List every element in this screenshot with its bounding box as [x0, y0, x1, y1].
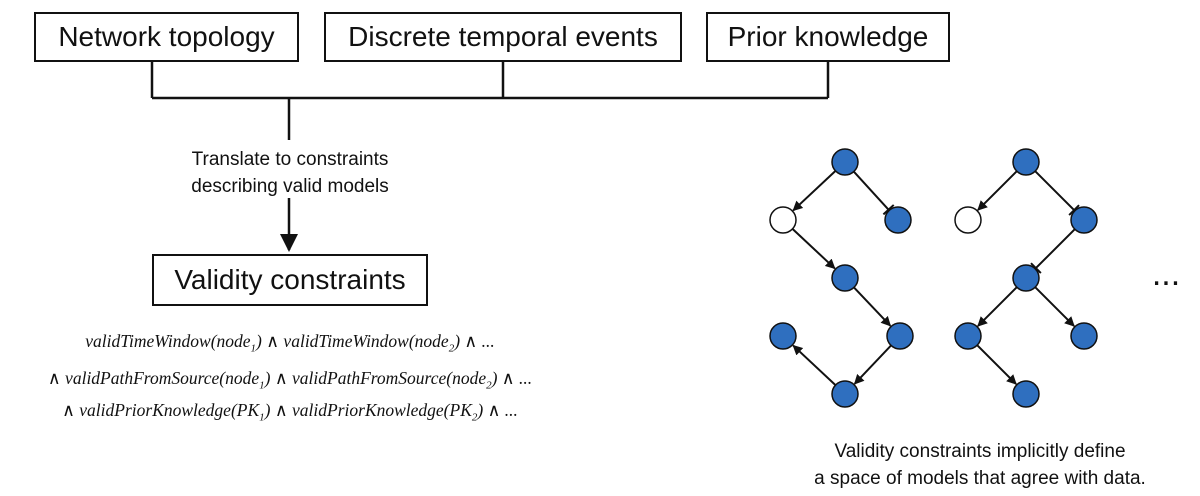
prior-knowledge-box: Prior knowledge: [706, 12, 950, 62]
activation-edge-arrow: [977, 170, 1018, 211]
activation-edge-arrow: [792, 344, 837, 386]
translate-label-line-1: Translate to constraints: [191, 149, 389, 170]
prior-knowledge-label: Prior knowledge: [727, 21, 929, 52]
graph-node: [1012, 380, 1040, 408]
inhibition-edge: [1035, 228, 1076, 269]
activation-edge-arrow: [791, 228, 836, 270]
formula-subscript: 1: [259, 411, 265, 424]
graph-node: [831, 380, 859, 408]
formula-subscript: 2: [448, 342, 455, 355]
activation-edge-arrow: [1034, 286, 1075, 327]
translate-label: Translate to constraints describing vali…: [140, 146, 440, 200]
inhibition-bar-icon: [882, 204, 895, 216]
inhibition-bar-icon: [1030, 262, 1042, 274]
network-topology-label: Network topology: [58, 21, 275, 52]
model-graph-1: [769, 148, 914, 408]
formula-subscript: 2: [471, 411, 478, 424]
graph-node: [769, 322, 797, 350]
empty-node: [954, 206, 982, 234]
activation-edge-arrow: [853, 344, 892, 385]
formula-subscript: 1: [250, 342, 257, 355]
activation-edge-arrow: [976, 344, 1017, 385]
graph-node: [1070, 322, 1098, 350]
graph-node: [831, 148, 859, 176]
model-space-caption: Validity constraints implicitly define a…: [760, 438, 1200, 492]
formula-subscript: 2: [486, 379, 492, 392]
model-space-caption-line-2: a space of models that agree with data.: [814, 468, 1146, 489]
model-space-caption-line-1: Validity constraints implicitly define: [834, 441, 1126, 462]
graph-node: [954, 322, 982, 350]
graph-node: [1012, 264, 1040, 292]
inhibition-bar-icon: [1068, 204, 1080, 216]
empty-node: [769, 206, 797, 234]
activation-edge-arrow: [977, 286, 1018, 327]
formula-line-3: ∧ validPriorKnowledge(PK1) ∧ validPriorK…: [62, 400, 518, 424]
graph-node: [886, 322, 914, 350]
model-graphs: [769, 148, 1098, 408]
temporal-events-label: Discrete temporal events: [348, 21, 658, 52]
temporal-events-box: Discrete temporal events: [324, 12, 682, 62]
graph-node: [1012, 148, 1040, 176]
graph-node: [884, 206, 912, 234]
activation-edge-arrow: [792, 170, 837, 212]
graph-node: [831, 264, 859, 292]
more-models-ellipsis: ...: [1151, 255, 1181, 293]
activation-edge-arrow: [853, 286, 892, 327]
formula-line-2: ∧ validPathFromSource(node1) ∧ validPath…: [47, 368, 533, 392]
validity-constraints-box: Validity constraints: [152, 254, 428, 306]
formula-line-1: validTimeWindow(node1) ∧ validTimeWindow…: [85, 331, 495, 355]
network-topology-box: Network topology: [34, 12, 299, 62]
input-merge-connector: [150, 62, 830, 252]
inhibition-edge: [1034, 170, 1075, 211]
translate-label-line-2: describing valid models: [191, 176, 389, 197]
inhibition-edge: [853, 170, 890, 211]
graph-node: [1070, 206, 1098, 234]
formula-subscript: 1: [259, 379, 265, 392]
validity-constraints-label: Validity constraints: [174, 264, 406, 295]
model-graph-2: [954, 148, 1098, 408]
